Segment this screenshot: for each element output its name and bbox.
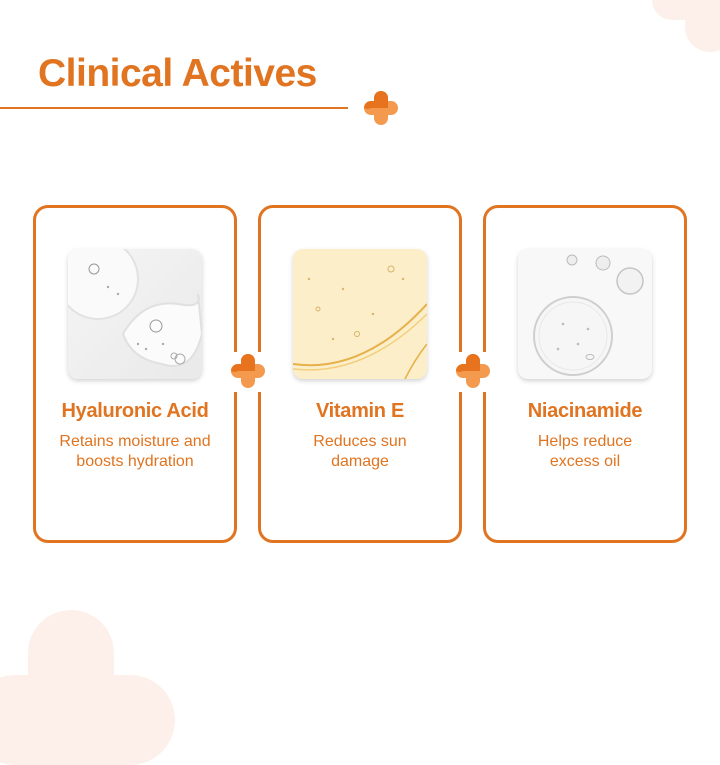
page-title: Clinical Actives bbox=[38, 52, 317, 95]
ingredient-card-niacinamide: Niacinamide Helps reduce excess oil bbox=[483, 205, 687, 543]
serum-droplets-clear-icon bbox=[68, 249, 202, 379]
ingredient-name: Vitamin E bbox=[315, 400, 405, 422]
ingredient-description: Retains moisture and boosts hydration bbox=[59, 433, 211, 470]
serum-oil-yellow-icon bbox=[293, 249, 427, 379]
ingredient-card-hyaluronic-acid: Hyaluronic Acid Retains moisture and boo… bbox=[33, 205, 237, 543]
title-underline-divider bbox=[0, 107, 348, 109]
plus-cross-icon bbox=[364, 91, 398, 125]
ingredient-description: Helps reduce excess oil bbox=[537, 433, 633, 470]
plus-cross-icon bbox=[456, 354, 490, 388]
ingredient-card-vitamin-e: Vitamin E Reduces sun damage bbox=[258, 205, 462, 543]
serum-bubble-icon bbox=[518, 249, 652, 379]
plus-cross-icon bbox=[231, 354, 265, 388]
ingredient-name: Hyaluronic Acid bbox=[61, 400, 209, 422]
ingredient-name: Niacinamide bbox=[527, 400, 643, 422]
ingredient-description: Reduces sun damage bbox=[313, 433, 407, 470]
